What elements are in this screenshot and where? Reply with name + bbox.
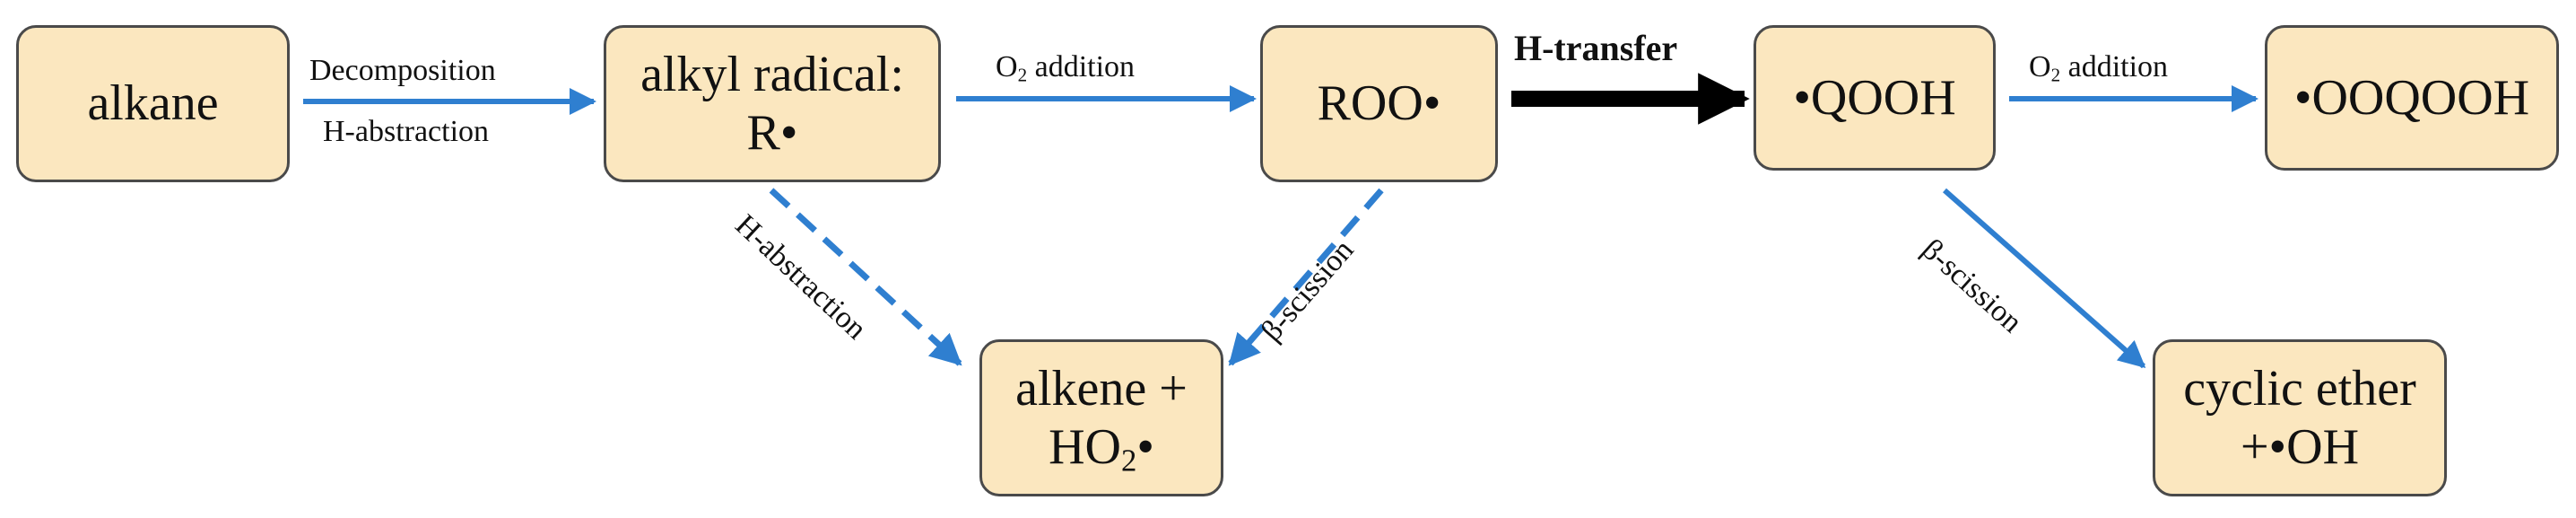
- node-alkyl-radical-line2: R•: [746, 104, 798, 161]
- label-o2-addition-1: O2 addition: [996, 50, 1136, 86]
- arrow-radical-to-alkene: [769, 188, 962, 366]
- arrow-roo-to-alkene: [1228, 188, 1384, 366]
- node-roo: ROO•: [1260, 25, 1498, 182]
- node-qooh-label: •QOOH: [1793, 69, 1956, 126]
- node-roo-label: ROO•: [1317, 75, 1441, 132]
- node-cyclic-ether-line2: +•OH: [2240, 418, 2360, 475]
- label-h-transfer: H-transfer: [1514, 28, 1678, 68]
- node-alkyl-radical-line1: alkyl radical:: [640, 47, 904, 103]
- node-alkane-label: alkane: [87, 75, 219, 132]
- node-ooqooh: •OOQOOH: [2265, 25, 2559, 171]
- node-alkene-line1: alkene +: [1015, 361, 1188, 417]
- node-alkane: alkane: [16, 25, 290, 182]
- node-cyclic-ether-line1: cyclic ether: [2183, 361, 2416, 417]
- arrow-qooh-to-cyclic: [1943, 188, 2146, 369]
- node-cyclic-ether: cyclic ether +•OH: [2153, 339, 2447, 496]
- label-h-abstraction-top: H-abstraction: [323, 115, 490, 148]
- node-alkene-line2: HO2•: [1049, 418, 1154, 478]
- label-decomposition: Decomposition: [309, 54, 496, 87]
- node-alkyl-radical: alkyl radical: R•: [604, 25, 941, 182]
- node-qooh: •QOOH: [1754, 25, 1996, 171]
- node-ooqooh-label: •OOQOOH: [2293, 69, 2530, 126]
- label-o2-addition-2: O2 addition: [2029, 50, 2169, 86]
- node-alkene: alkene + HO2•: [979, 339, 1223, 496]
